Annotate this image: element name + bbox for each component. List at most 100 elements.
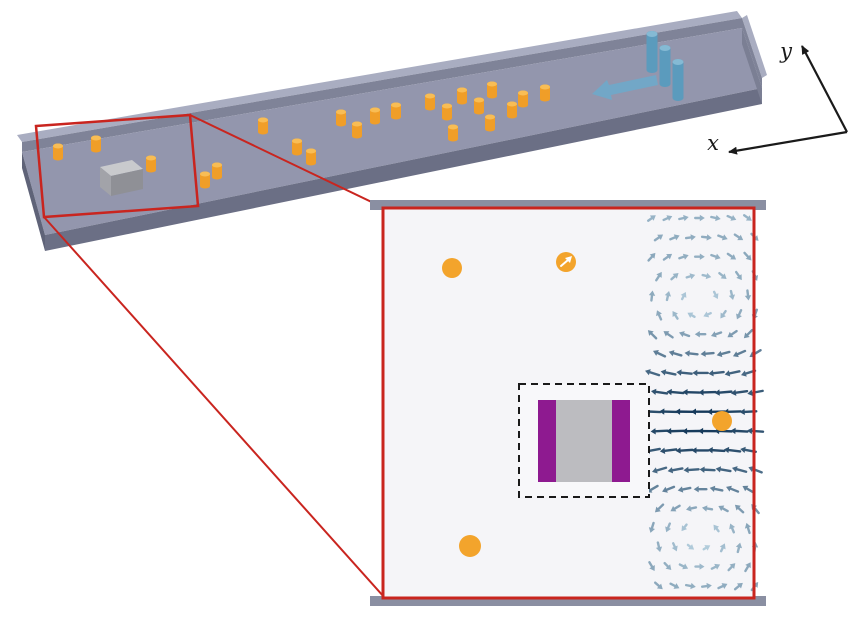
flow-vector-arrow xyxy=(669,582,680,589)
vector-shaft xyxy=(720,506,729,513)
vector-shaft xyxy=(686,468,700,472)
vector-head xyxy=(737,234,744,241)
vector-head xyxy=(692,369,698,377)
vector-shaft xyxy=(687,352,699,356)
flow-vector-arrow xyxy=(712,290,719,300)
vector-head xyxy=(699,563,705,570)
vector-head xyxy=(745,254,752,261)
micro-particle-3d xyxy=(212,162,222,180)
vector-shaft xyxy=(679,371,693,375)
flow-vector-arrow xyxy=(670,504,681,512)
vector-head xyxy=(730,427,736,435)
flow-vector-arrow xyxy=(672,311,679,320)
tracer-particle-circle xyxy=(712,411,732,431)
vector-head xyxy=(687,312,694,319)
flow-vector-arrow xyxy=(731,466,748,473)
vector-shaft xyxy=(717,390,733,394)
microrobot-top-face xyxy=(100,160,143,176)
particle-top xyxy=(487,81,497,87)
robot-stripe-left xyxy=(538,400,556,482)
flow-vector-arrow xyxy=(656,310,663,321)
flow-vector-arrow xyxy=(720,309,727,319)
vector-head xyxy=(682,427,688,435)
vector-shaft xyxy=(681,332,691,338)
flow-vector-arrow xyxy=(662,253,673,261)
flow-vector-arrow xyxy=(724,370,741,377)
vector-head xyxy=(672,273,679,279)
flow-vector-arrow xyxy=(665,522,672,533)
particle-top xyxy=(442,103,452,109)
flow-vector-arrow xyxy=(698,427,718,435)
inset-bottom-wall xyxy=(370,596,766,606)
vector-shaft xyxy=(726,252,735,259)
vector-head xyxy=(647,330,654,336)
micro-particle-3d xyxy=(474,97,484,115)
micro-particle-3d xyxy=(306,148,316,166)
vector-shaft xyxy=(703,351,715,356)
vector-head xyxy=(744,295,752,301)
vector-head xyxy=(645,369,651,376)
vector-shaft xyxy=(729,329,738,337)
flow-vector-arrow xyxy=(651,466,668,474)
vector-head xyxy=(719,543,726,550)
flow-vector-arrow xyxy=(686,543,695,550)
flow-vector-arrow xyxy=(687,312,696,319)
vector-shaft xyxy=(656,503,665,511)
vector-head xyxy=(704,545,711,551)
vector-shaft xyxy=(704,507,714,511)
flow-vector-arrow xyxy=(650,428,669,435)
vector-head xyxy=(648,527,655,533)
vector-head xyxy=(651,467,658,474)
flow-vector-arrow xyxy=(676,369,693,376)
vector-head xyxy=(714,563,721,570)
flow-vector-arrow xyxy=(694,563,705,570)
flow-vector-arrow xyxy=(710,214,721,222)
vector-shaft xyxy=(653,429,669,433)
flow-vector-arrow xyxy=(645,369,661,377)
flow-vector-arrow xyxy=(715,466,732,473)
outlet-pillar-3d xyxy=(646,31,658,74)
particle-top xyxy=(518,90,528,96)
particle-top xyxy=(457,87,467,93)
particle-top xyxy=(391,102,401,108)
micro-particle-3d xyxy=(352,121,362,139)
flow-vector-arrow xyxy=(659,408,678,415)
vector-head xyxy=(715,466,722,473)
vector-head xyxy=(683,214,689,222)
flow-vector-arrow xyxy=(678,253,689,260)
flow-vector-arrow xyxy=(717,234,728,241)
vector-shaft xyxy=(728,487,740,493)
flow-vector-arrow xyxy=(648,290,656,302)
micro-particle-3d xyxy=(442,103,452,121)
vector-head xyxy=(713,524,720,531)
flow-vector-arrow xyxy=(701,272,712,280)
micro-particle-3d xyxy=(540,84,550,102)
vector-head xyxy=(708,370,714,377)
vector-head xyxy=(699,466,705,473)
vector-head xyxy=(747,427,753,435)
vector-shaft xyxy=(650,521,655,531)
vector-shaft xyxy=(665,332,674,339)
flow-vector-arrow xyxy=(710,563,721,570)
flow-vector-arrow xyxy=(675,447,694,454)
tracer-particle xyxy=(556,252,576,272)
flow-vector-arrow xyxy=(646,215,656,222)
flow-vector-arrow xyxy=(719,543,726,553)
vector-head xyxy=(705,272,712,280)
flow-vector-arrow xyxy=(668,350,683,357)
vector-head xyxy=(688,544,695,550)
vector-head xyxy=(706,582,712,590)
vector-head xyxy=(699,214,705,222)
vector-shaft xyxy=(743,251,750,259)
zoom-inset xyxy=(370,200,766,606)
vector-head xyxy=(698,427,704,435)
tracer-particle xyxy=(712,411,732,431)
flow-vector-arrow xyxy=(691,408,711,415)
vector-head xyxy=(690,582,696,590)
vector-shaft xyxy=(655,274,661,282)
flow-vector-arrow xyxy=(682,388,701,396)
flow-vector-arrow xyxy=(654,503,665,513)
flow-vector-arrow xyxy=(666,388,685,396)
vector-head xyxy=(668,350,675,357)
